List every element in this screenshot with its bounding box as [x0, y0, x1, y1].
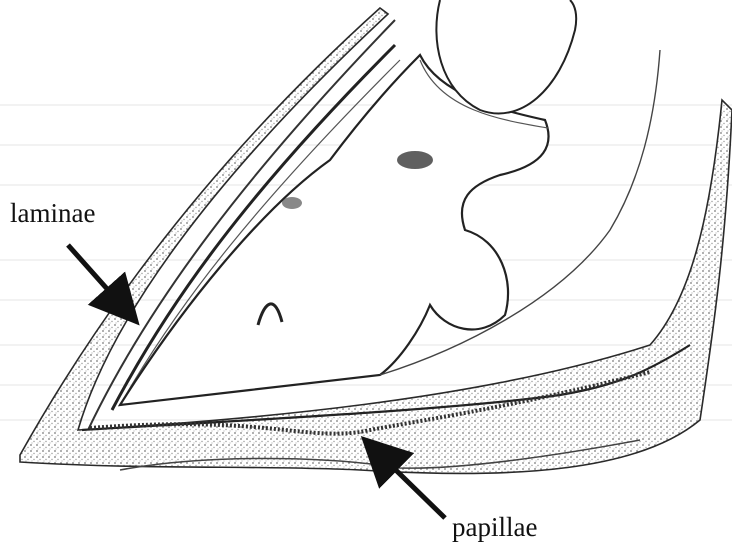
laminae-arrow: [68, 245, 133, 318]
bone-marking: [397, 151, 433, 169]
bone-marking: [282, 197, 302, 209]
papillae-label: papillae: [452, 514, 537, 541]
laminae-label: laminae: [10, 200, 95, 227]
